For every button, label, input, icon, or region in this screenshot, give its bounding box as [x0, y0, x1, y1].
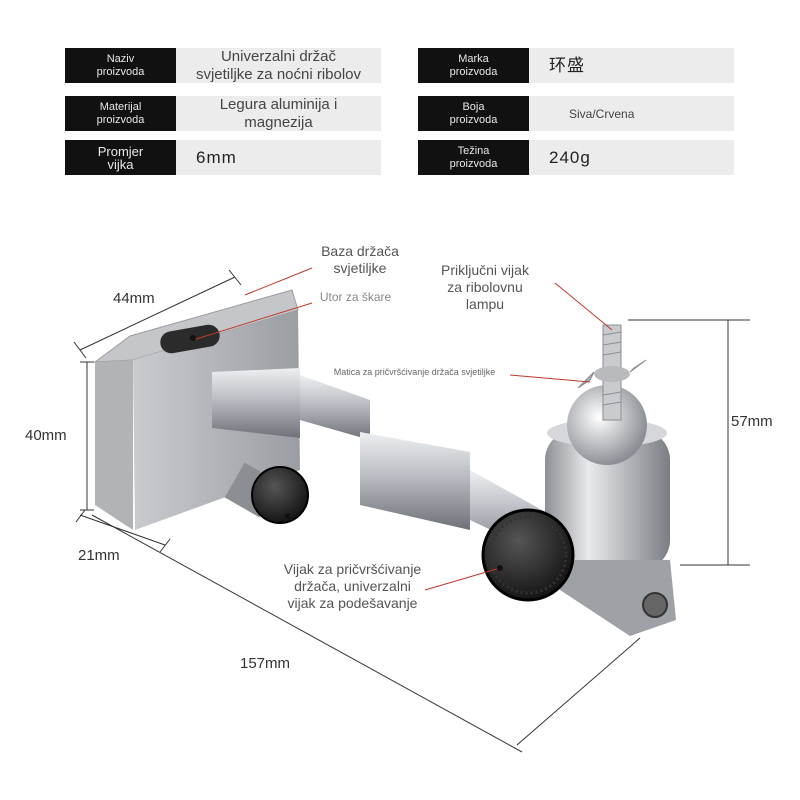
annotation-prikljucni: Priključni vijak za ribolovnu lampu	[441, 262, 529, 312]
spec-label-naziv: Naziv proizvoda	[65, 48, 176, 83]
dimension-width-label: 44mm	[113, 290, 155, 307]
threaded-hole	[642, 592, 668, 618]
connector-screw	[577, 324, 647, 421]
spec-label-tezina: Težina proizvoda	[418, 140, 529, 175]
dimension-top-height-label: 57mm	[731, 413, 773, 430]
spec-label-boja: Boja proizvoda	[418, 96, 529, 131]
dimension-depth-label: 21mm	[78, 547, 120, 564]
spec-row-boja: Boja proizvoda Siva/Crvena	[418, 96, 734, 131]
small-knob	[224, 462, 309, 524]
dimension-length-label: 157mm	[240, 655, 291, 672]
annotation-vijak: Vijak za pričvršćivanje držača, univerza…	[283, 561, 422, 611]
spec-row-naziv: Naziv proizvoda Univerzalni držač svjeti…	[65, 48, 381, 83]
spec-value-boja: Siva/Crvena	[529, 96, 734, 131]
spec-value-tezina: 240g	[529, 140, 734, 175]
spec-value-marka: 环盛	[529, 48, 734, 83]
spec-row-marka: Marka proizvoda 环盛	[418, 48, 734, 83]
wing-nut	[594, 366, 630, 382]
spec-row-promjer: Promjer vijka 6mm	[65, 140, 381, 175]
spec-value-materijal: Legura aluminija i magnezija	[176, 96, 381, 131]
large-knob	[481, 508, 575, 602]
dimension-lines	[73, 269, 750, 753]
annotation-utor: Utor za škare	[319, 290, 392, 304]
spec-value-naziv: Univerzalni držač svjetiljke za noćni ri…	[176, 48, 381, 83]
spec-label-materijal: Materijal proizvoda	[65, 96, 176, 131]
annotation-baza: Baza držača svjetiljke	[321, 243, 399, 276]
annotation-matica: Matica za pričvršćivanje držača svjetilj…	[333, 367, 496, 377]
spec-value-promjer: 6mm	[176, 140, 381, 175]
spec-label-promjer: Promjer vijka	[65, 140, 176, 175]
holder-head	[545, 385, 676, 636]
annotation-dots	[190, 335, 503, 571]
dimension-height-label: 40mm	[25, 427, 67, 444]
spec-label-marka: Marka proizvoda	[418, 48, 529, 83]
annotation-lines	[192, 267, 613, 591]
scissor-slot	[160, 324, 220, 354]
spec-row-materijal: Materijal proizvoda Legura aluminija i m…	[65, 96, 381, 131]
spec-row-tezina: Težina proizvoda 240g	[418, 140, 734, 175]
